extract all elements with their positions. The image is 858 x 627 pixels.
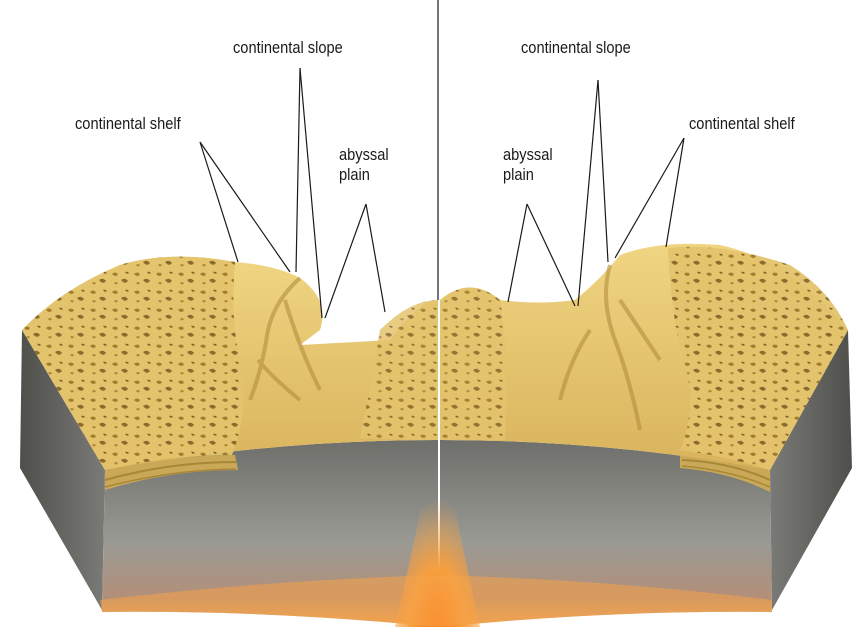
left-crust-block	[20, 257, 438, 627]
right-abyssal-rubble	[440, 288, 507, 441]
label-left-abyssal-plain: abyssal plain	[339, 145, 399, 185]
label-right-continental-shelf: continental shelf	[689, 114, 795, 134]
leader-left-slope-b	[300, 68, 322, 318]
leader-right-abyssal-b	[527, 204, 575, 306]
label-left-continental-slope: continental slope	[233, 38, 343, 58]
label-right-continental-slope: continental slope	[521, 38, 631, 58]
leader-right-slope-a	[578, 80, 598, 306]
leader-left-shelf-b	[200, 142, 290, 272]
leader-left-abyssal-a	[325, 204, 366, 318]
leader-left-slope-a	[296, 68, 300, 272]
leader-right-slope-b	[598, 80, 608, 262]
right-crust-block	[440, 244, 852, 627]
leader-right-abyssal-a	[508, 204, 527, 302]
leader-left-abyssal-b	[366, 204, 385, 312]
label-right-abyssal-plain: abyssal plain	[503, 145, 563, 185]
label-left-continental-shelf: continental shelf	[75, 114, 181, 134]
leader-left-shelf-a	[200, 142, 238, 262]
